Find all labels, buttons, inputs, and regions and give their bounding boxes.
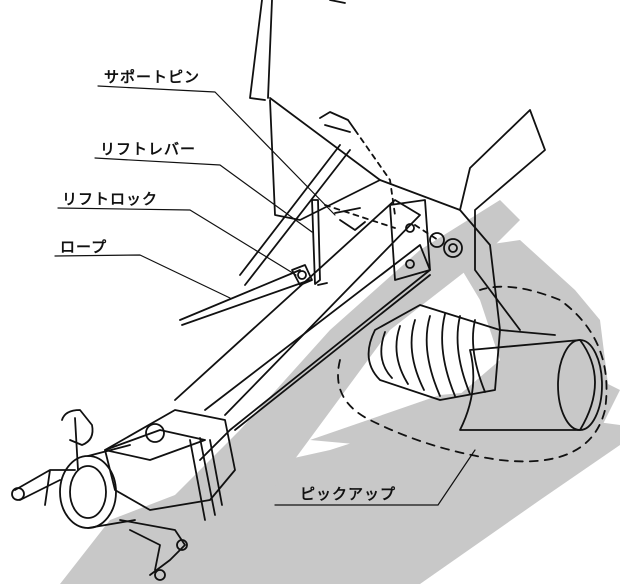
hitch-link-bottom <box>119 519 186 576</box>
leader-lift-lock <box>57 207 297 276</box>
label-support-pin: サポートピン <box>104 68 201 86</box>
drawbar-upper <box>174 199 421 416</box>
lift-lever <box>311 199 328 286</box>
lock-pin <box>297 270 307 280</box>
shadow-band-floor <box>310 380 620 450</box>
label-pickup: ピックアップ <box>300 485 397 503</box>
drawbar-edge <box>234 274 431 431</box>
washer <box>429 232 445 248</box>
bottom-pin <box>154 569 166 581</box>
bottom-pin <box>176 539 188 551</box>
label-rope: ロープ <box>60 238 108 256</box>
top-bolt <box>319 111 356 133</box>
leader-support-pin <box>97 85 336 216</box>
baler-panel <box>269 99 381 221</box>
nut <box>443 238 463 258</box>
hitch-plates <box>189 437 223 521</box>
hitch-cap <box>145 423 165 443</box>
leader-pickup <box>274 449 476 506</box>
pickup-drum <box>367 304 501 401</box>
bolt-guide-dashed <box>324 129 439 241</box>
drawbar-lower <box>199 244 431 461</box>
label-lift-lever: リフトレバー <box>100 140 197 158</box>
label-lift-lock: リフトロック <box>62 190 159 208</box>
pickup-end <box>557 339 603 431</box>
hitch-block <box>104 409 236 511</box>
hitch-top <box>104 429 206 461</box>
clevis-handle <box>61 409 94 471</box>
pickup-outline-dashed <box>337 285 608 463</box>
pto-cylinder-inner <box>69 465 107 519</box>
rope-line <box>179 144 351 326</box>
support-pin <box>334 207 366 231</box>
baler-frame <box>249 0 546 331</box>
nut-inner <box>448 243 458 253</box>
leader-lift-lever <box>94 157 313 233</box>
shadow-band-beam <box>150 200 520 540</box>
link-pin <box>11 487 25 501</box>
leader-rope <box>54 254 231 299</box>
pickup-tines <box>380 313 486 397</box>
lift-lock <box>291 264 313 286</box>
hitch-link-left <box>14 469 76 506</box>
bolt-hole <box>405 259 415 269</box>
